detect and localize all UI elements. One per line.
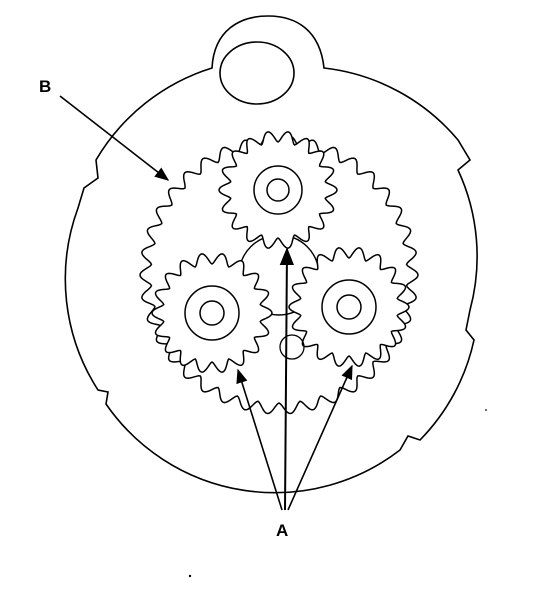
leader-arrow-b: [59, 95, 170, 181]
planet-gear-top: [218, 131, 338, 249]
leader-arrow-a-right: [287, 364, 353, 511]
speck-mark: [485, 409, 487, 411]
callout-label-b: B: [39, 77, 52, 96]
planet-gear-right: [288, 247, 410, 367]
leader-arrow-a-left: [236, 368, 283, 511]
callout-label-a: A: [276, 521, 289, 540]
planet-hub-top: [253, 165, 303, 215]
mounting-hole: [219, 41, 295, 105]
leader-arrow-a-top: [279, 247, 295, 511]
speck-mark: [188, 574, 192, 578]
housing-outline: [64, 15, 478, 494]
ring-gear: [139, 135, 419, 415]
planet-hub-right: [321, 279, 377, 335]
planet-gear-left: [151, 253, 273, 373]
planet-hub-left: [184, 285, 240, 341]
carrier-hole: [279, 334, 305, 360]
